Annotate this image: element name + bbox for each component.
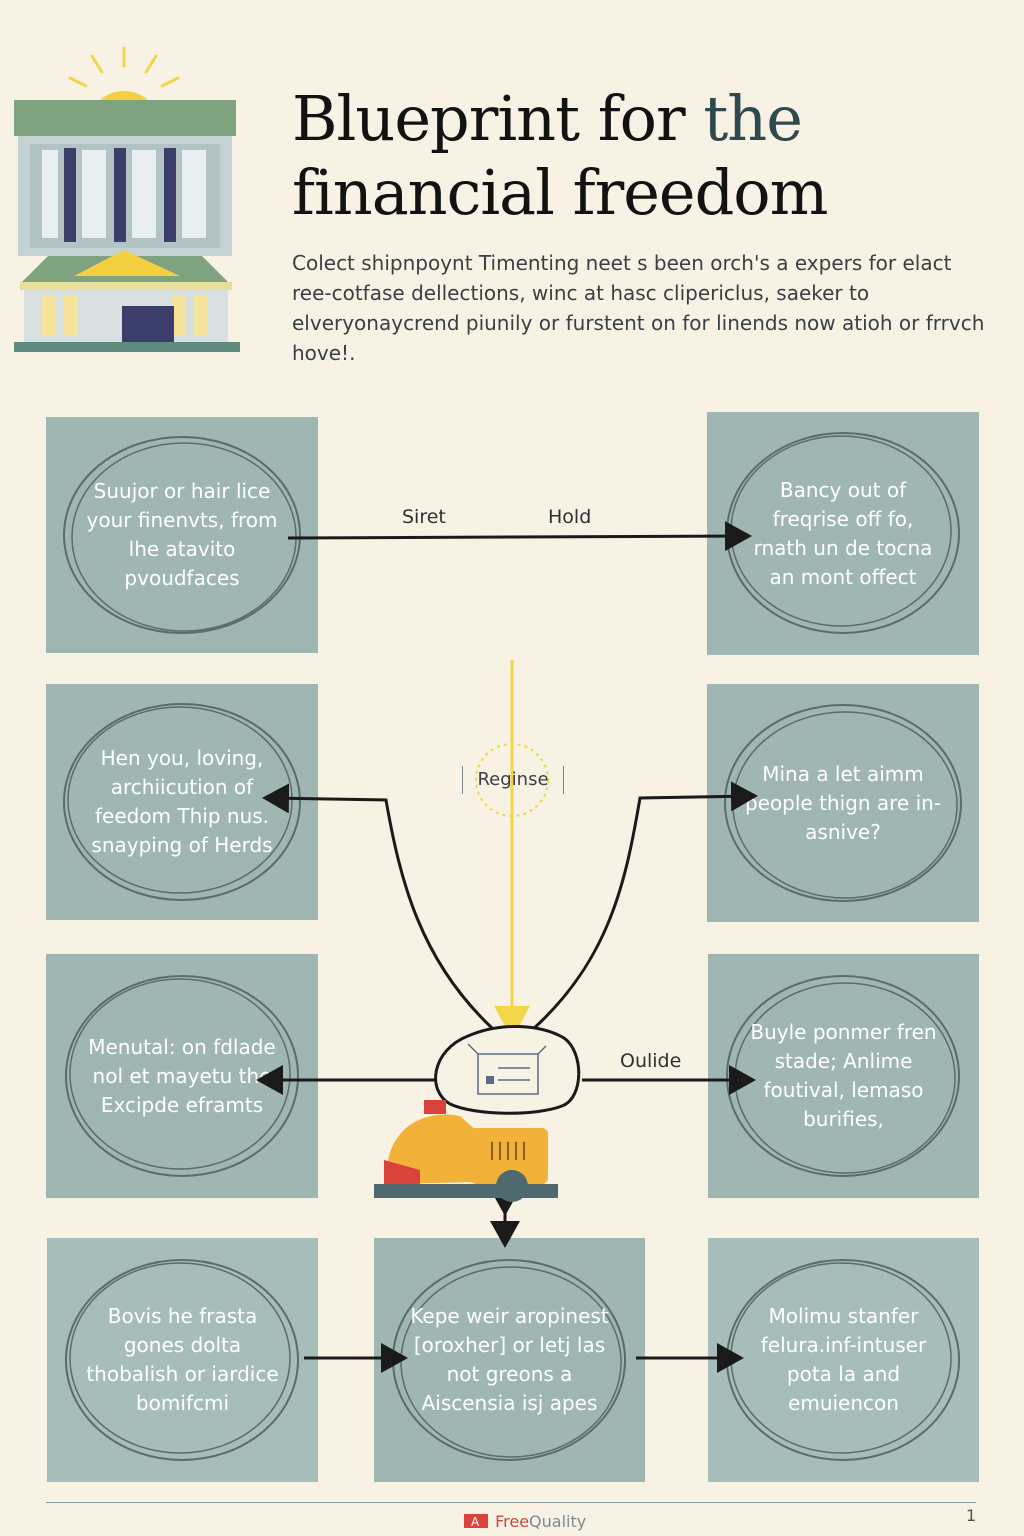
- card-3-text: Hen you, loving, archiicution of feedom …: [91, 746, 273, 857]
- sun-icon: [68, 46, 180, 88]
- card-5-text: Menutal: on fdlade nol et mayetu the Exc…: [88, 1034, 276, 1117]
- suitcase-icon: [374, 1100, 558, 1202]
- card-4-text: Mina a let aimm people thign are in-asni…: [744, 761, 942, 844]
- card-2: Bancy out of freqrise off fo, rnath un d…: [707, 412, 979, 655]
- card-9: Molimu stanfer felura.inf-intuser pota l…: [708, 1238, 979, 1482]
- card-5: Menutal: on fdlade nol et mayetu the Exc…: [46, 954, 318, 1198]
- scribble-circle: [65, 1259, 299, 1461]
- document-icon: [467, 1043, 547, 1095]
- card-3: Hen you, loving, archiicution of feedom …: [46, 684, 318, 920]
- card-6-text: Buyle ponmer fren stade; Anlime foutival…: [750, 1020, 937, 1131]
- page-title: Blueprint for the financial freedom: [292, 82, 992, 230]
- scribble-circle: [65, 975, 299, 1177]
- title-part-2: financial freedom: [292, 156, 828, 229]
- card-8: Kepe weir aropinest [oroxher] or letj la…: [374, 1238, 645, 1482]
- footer-brand-b: Quality: [529, 1512, 587, 1531]
- footer-brand-a: Free: [495, 1512, 530, 1531]
- center-label: Reginse: [462, 766, 564, 794]
- card-6: Buyle ponmer fren stade; Anlime foutival…: [708, 954, 979, 1198]
- card-1-text: Suujor or hair lice your finenvts, from …: [86, 479, 278, 590]
- card-7: Bovis he frasta gones dolta thobalish or…: [47, 1238, 318, 1482]
- footer-brand: A FreeQuality: [464, 1512, 586, 1531]
- bank-building-icon: [14, 46, 240, 352]
- page-number: 1: [966, 1506, 977, 1525]
- footer-divider: [46, 1502, 976, 1503]
- card-9-text: Molimu stanfer felura.inf-intuser pota l…: [760, 1304, 927, 1415]
- card-1: Suujor or hair lice your finenvts, from …: [46, 417, 318, 653]
- center-blob: [434, 1024, 581, 1115]
- svg-text:A: A: [471, 1515, 480, 1529]
- edge-label-hold: Hold: [548, 506, 592, 528]
- arrow-top: [287, 521, 752, 552]
- title-part-1: Blueprint for: [292, 82, 686, 155]
- brand-logo-icon: A: [464, 1514, 488, 1529]
- title-accent: the: [703, 82, 803, 155]
- edge-label-outside: Oulide: [620, 1050, 682, 1072]
- edge-label-start: Siret: [402, 506, 446, 528]
- card-4: Mina a let aimm people thign are in-asni…: [707, 684, 979, 922]
- intro-text: Colect shipnpoynt Timenting neet s been …: [292, 251, 985, 365]
- card-7-text: Bovis he frasta gones dolta thobalish or…: [86, 1304, 279, 1415]
- card-8-text: Kepe weir aropinest [oroxher] or letj la…: [410, 1304, 609, 1415]
- card-2-text: Bancy out of freqrise off fo, rnath un d…: [753, 477, 933, 589]
